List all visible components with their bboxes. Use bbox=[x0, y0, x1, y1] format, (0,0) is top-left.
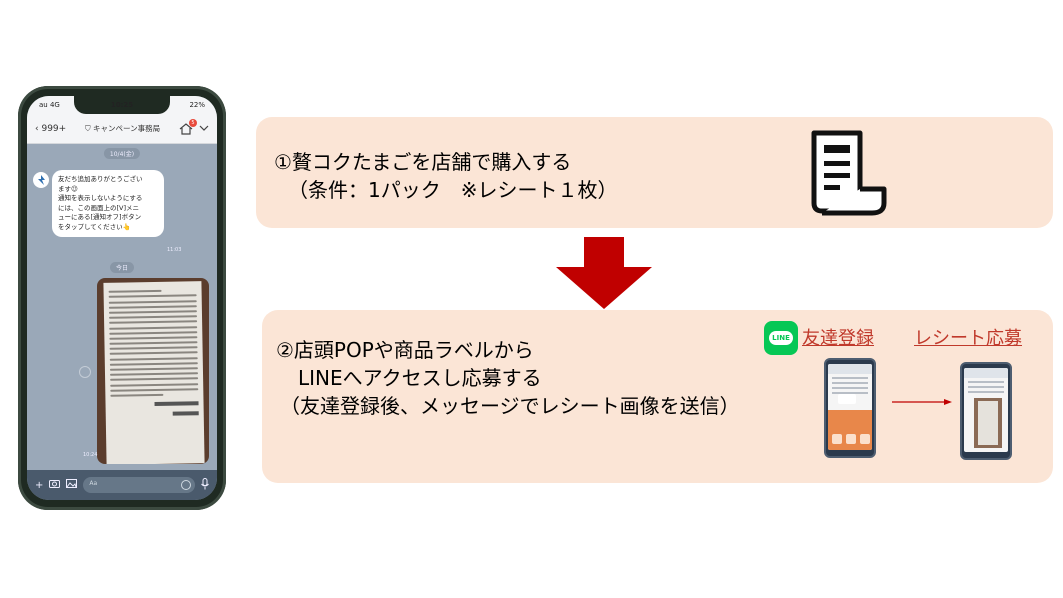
home-icon[interactable]: 5 bbox=[179, 118, 197, 135]
step2-title: ②店頭POPや商品ラベルから bbox=[276, 338, 534, 362]
image-icon[interactable] bbox=[66, 479, 78, 491]
message-bubble[interactable]: 友だち追加ありがとうござい ます😉 通知を表示しないようにする には、この画面上… bbox=[52, 170, 164, 237]
friend-add-screen-thumbnail bbox=[824, 358, 876, 458]
message-input[interactable]: Aa bbox=[83, 477, 195, 493]
right-arrow-icon bbox=[892, 399, 952, 405]
message-line: ます😉 bbox=[58, 184, 78, 193]
status-time: 10:25 bbox=[110, 101, 134, 109]
battery-label: 22% bbox=[189, 101, 205, 109]
step2-text: ②店頭POPや商品ラベルから LINEへアクセスし応募する （友達登録後、メッセ… bbox=[276, 336, 740, 420]
receipt-apply-link[interactable]: レシート応募 bbox=[914, 328, 1022, 349]
step1-condition: （条件：1パック ※レシート１枚） bbox=[288, 178, 618, 202]
chevron-down-icon[interactable] bbox=[199, 124, 209, 134]
step1-title: ①贅コクたまごを店舗で購入する bbox=[274, 150, 572, 174]
step2-note: （友達登録後、メッセージでレシート画像を送信） bbox=[280, 394, 740, 418]
phone-screen: au 4G 10:25 22% ‹ 999+ ⛉ キャンペーン事務局 5 bbox=[27, 96, 217, 500]
chat-title-text: キャンペーン事務局 bbox=[93, 124, 161, 133]
step2-box: ②店頭POPや商品ラベルから LINEへアクセスし応募する （友達登録後、メッセ… bbox=[262, 310, 1053, 483]
step2-line2: LINEへアクセスし応募する bbox=[298, 366, 542, 390]
message-line: をタップしてください👆 bbox=[58, 222, 131, 231]
receipt-icon bbox=[811, 130, 887, 216]
line-logo-icon[interactable]: LINE bbox=[764, 321, 798, 355]
notification-badge: 5 bbox=[189, 118, 197, 127]
down-arrow-icon bbox=[556, 237, 652, 309]
plus-icon[interactable]: + bbox=[35, 479, 44, 491]
receipt-paper bbox=[103, 281, 205, 464]
message-line: 通知を表示しないようにする bbox=[58, 194, 143, 202]
message-time: 11:03 bbox=[167, 247, 182, 253]
emoji-icon[interactable] bbox=[181, 480, 191, 490]
unread-count: 999+ bbox=[41, 123, 67, 134]
avatar[interactable] bbox=[33, 172, 49, 188]
receipt-send-screen-thumbnail bbox=[960, 362, 1012, 460]
message-line: ューにある[通知オフ]ボタン bbox=[58, 213, 142, 221]
microphone-icon[interactable] bbox=[201, 477, 209, 493]
back-button[interactable]: ‹ 999+ bbox=[35, 123, 67, 134]
date-divider: 10/4(金) bbox=[103, 148, 141, 159]
date-divider-today: 今日 bbox=[109, 262, 135, 273]
input-placeholder: Aa bbox=[89, 480, 98, 487]
phone-mockup: au 4G 10:25 22% ‹ 999+ ⛉ キャンペーン事務局 5 bbox=[18, 86, 226, 510]
phone-notch bbox=[74, 96, 170, 114]
message-line: には、この画面上の[V]メニ bbox=[58, 203, 140, 212]
chat-title: ⛉ キャンペーン事務局 bbox=[85, 124, 161, 133]
carrier-label: au 4G bbox=[39, 101, 60, 109]
receipt-photo-message[interactable] bbox=[97, 278, 209, 464]
step1-box: ①贅コクたまごを店舗で購入する （条件：1パック ※レシート１枚） bbox=[256, 117, 1053, 228]
share-icon[interactable] bbox=[79, 366, 91, 378]
message-input-bar: + Aa bbox=[27, 470, 217, 500]
friend-register-link[interactable]: 友達登録 bbox=[802, 328, 874, 349]
line-logo-text: LINE bbox=[769, 331, 793, 345]
photo-time: 10:24 bbox=[83, 452, 98, 458]
message-line: 友だち追加ありがとうござい bbox=[58, 175, 143, 183]
step1-text: ①贅コクたまごを店舗で購入する （条件：1パック ※レシート１枚） bbox=[274, 148, 617, 204]
chat-area[interactable]: 10/4(金) 友だち追加ありがとうござい ます😉 通知を表示しないようにする … bbox=[27, 144, 217, 470]
camera-icon[interactable] bbox=[49, 479, 61, 491]
chat-header: ‹ 999+ ⛉ キャンペーン事務局 5 bbox=[27, 114, 217, 144]
